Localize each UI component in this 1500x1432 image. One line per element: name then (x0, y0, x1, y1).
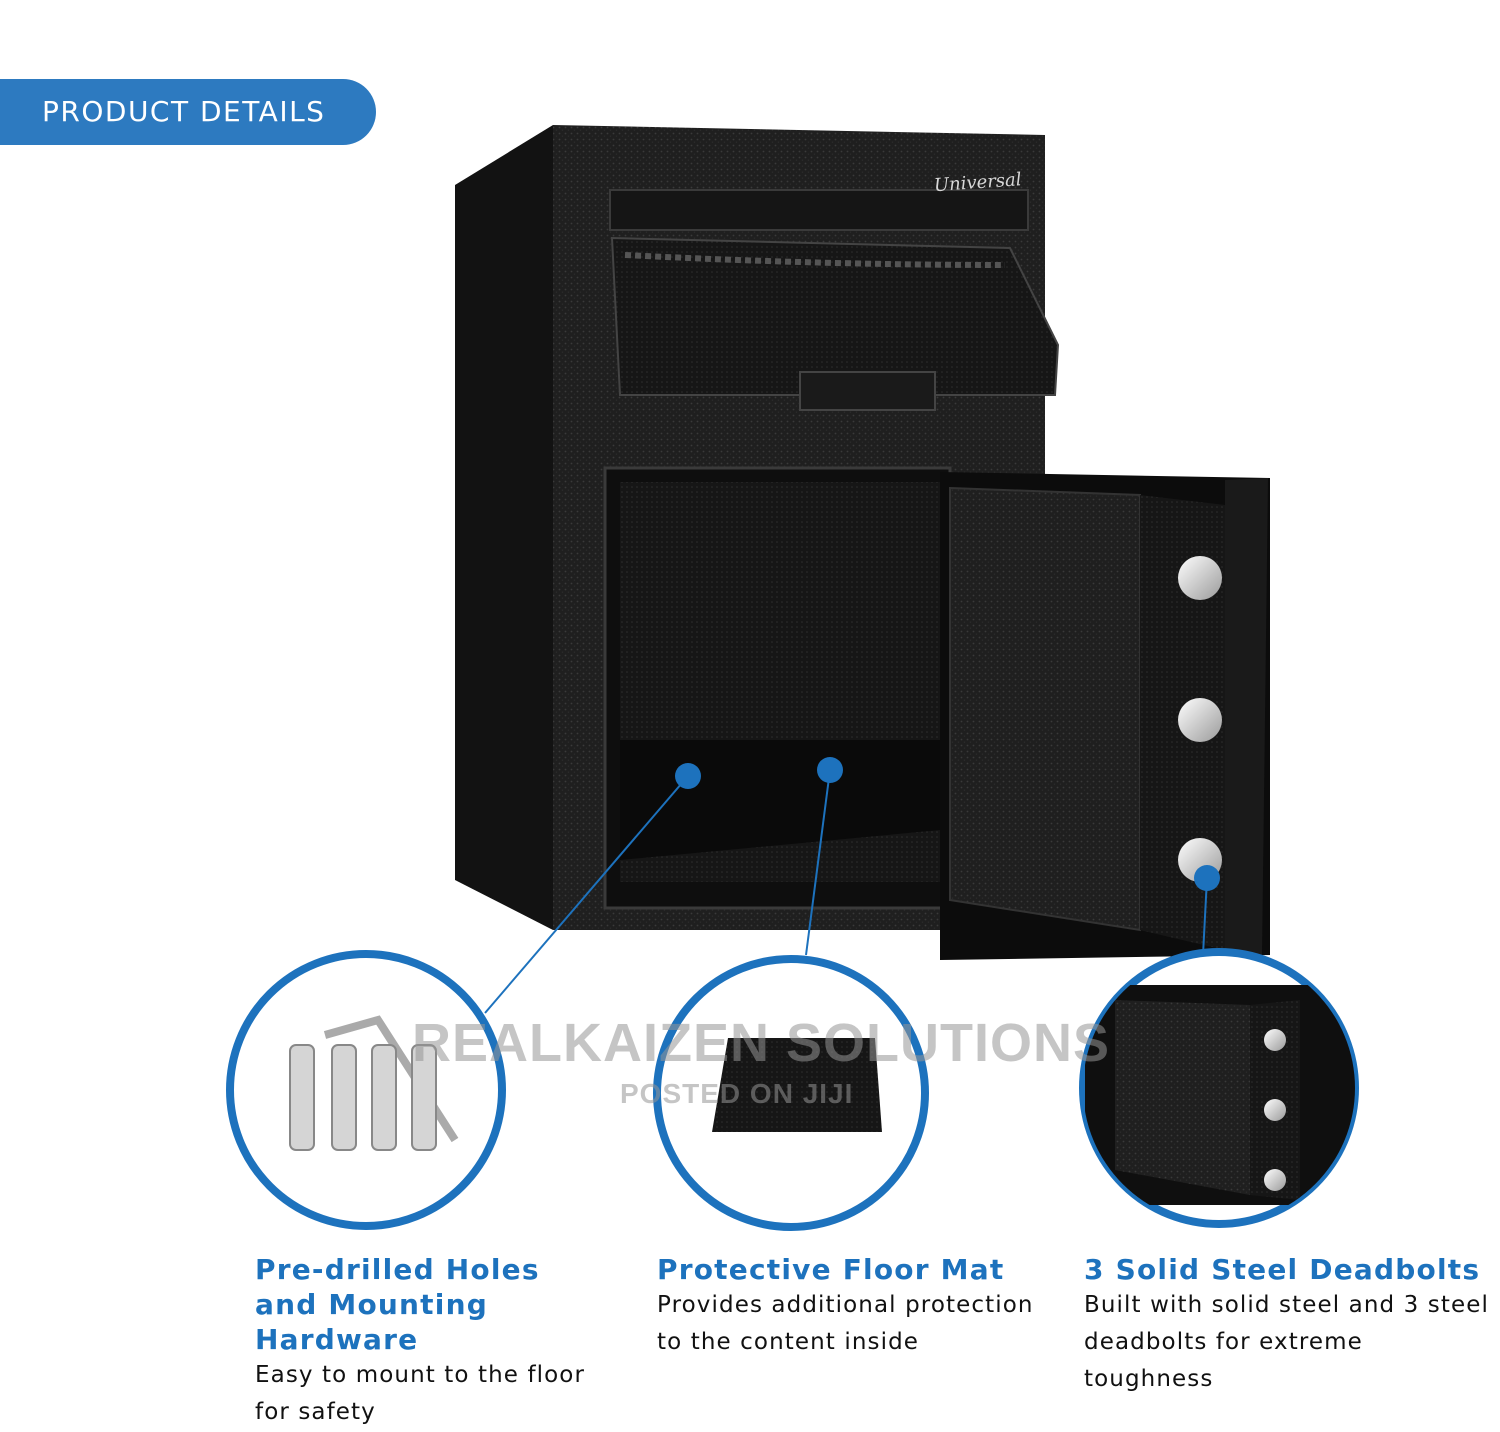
feature-title-line: Hardware (255, 1323, 419, 1356)
callout-dot-holes (675, 763, 701, 789)
feature-title-line: and Mounting (255, 1288, 488, 1321)
callout-dot-deadbolt (1194, 865, 1220, 891)
watermark-main-text: REALKAIZEN SOLUTIONS (412, 1013, 1111, 1073)
callout-connectors (484, 757, 1220, 1014)
deadbolts-closeup-icon (1079, 948, 1359, 1228)
watermark-sub-text: POSTED ON JIJI (620, 1078, 854, 1109)
safe-body: Universal (455, 125, 1270, 960)
feature-title-line: 3 Solid Steel Deadbolts (1084, 1253, 1481, 1286)
feature-title-line: Pre-drilled Holes (255, 1253, 540, 1286)
feature-mounting-hardware: Pre-drilled Holes and Mounting Hardware … (255, 1252, 615, 1431)
product-details-badge: PRODUCT DETAILS (0, 79, 376, 145)
floor-mat-icon (653, 955, 929, 1231)
feature-description-line: Built with solid steel and 3 steel (1084, 1292, 1489, 1318)
feature-description-line: Easy to mount to the floor (255, 1362, 586, 1388)
feature-description-line: deadbolts for extreme toughness (1084, 1329, 1363, 1392)
feature-description-line: Provides additional protection (657, 1292, 1034, 1318)
callout-dot-mat (817, 757, 843, 783)
feature-title-line: Protective Floor Mat (657, 1253, 1005, 1286)
feature-description-line: to the content inside (657, 1329, 920, 1355)
feature-description-line: for safety (255, 1399, 376, 1425)
feature-deadbolts: 3 Solid Steel Deadbolts Built with solid… (1084, 1252, 1500, 1398)
feature-floor-mat: Protective Floor Mat Provides additional… (657, 1252, 1057, 1361)
deadbolt-knobs (1178, 556, 1222, 882)
anchor-bolts-icon (226, 950, 506, 1230)
